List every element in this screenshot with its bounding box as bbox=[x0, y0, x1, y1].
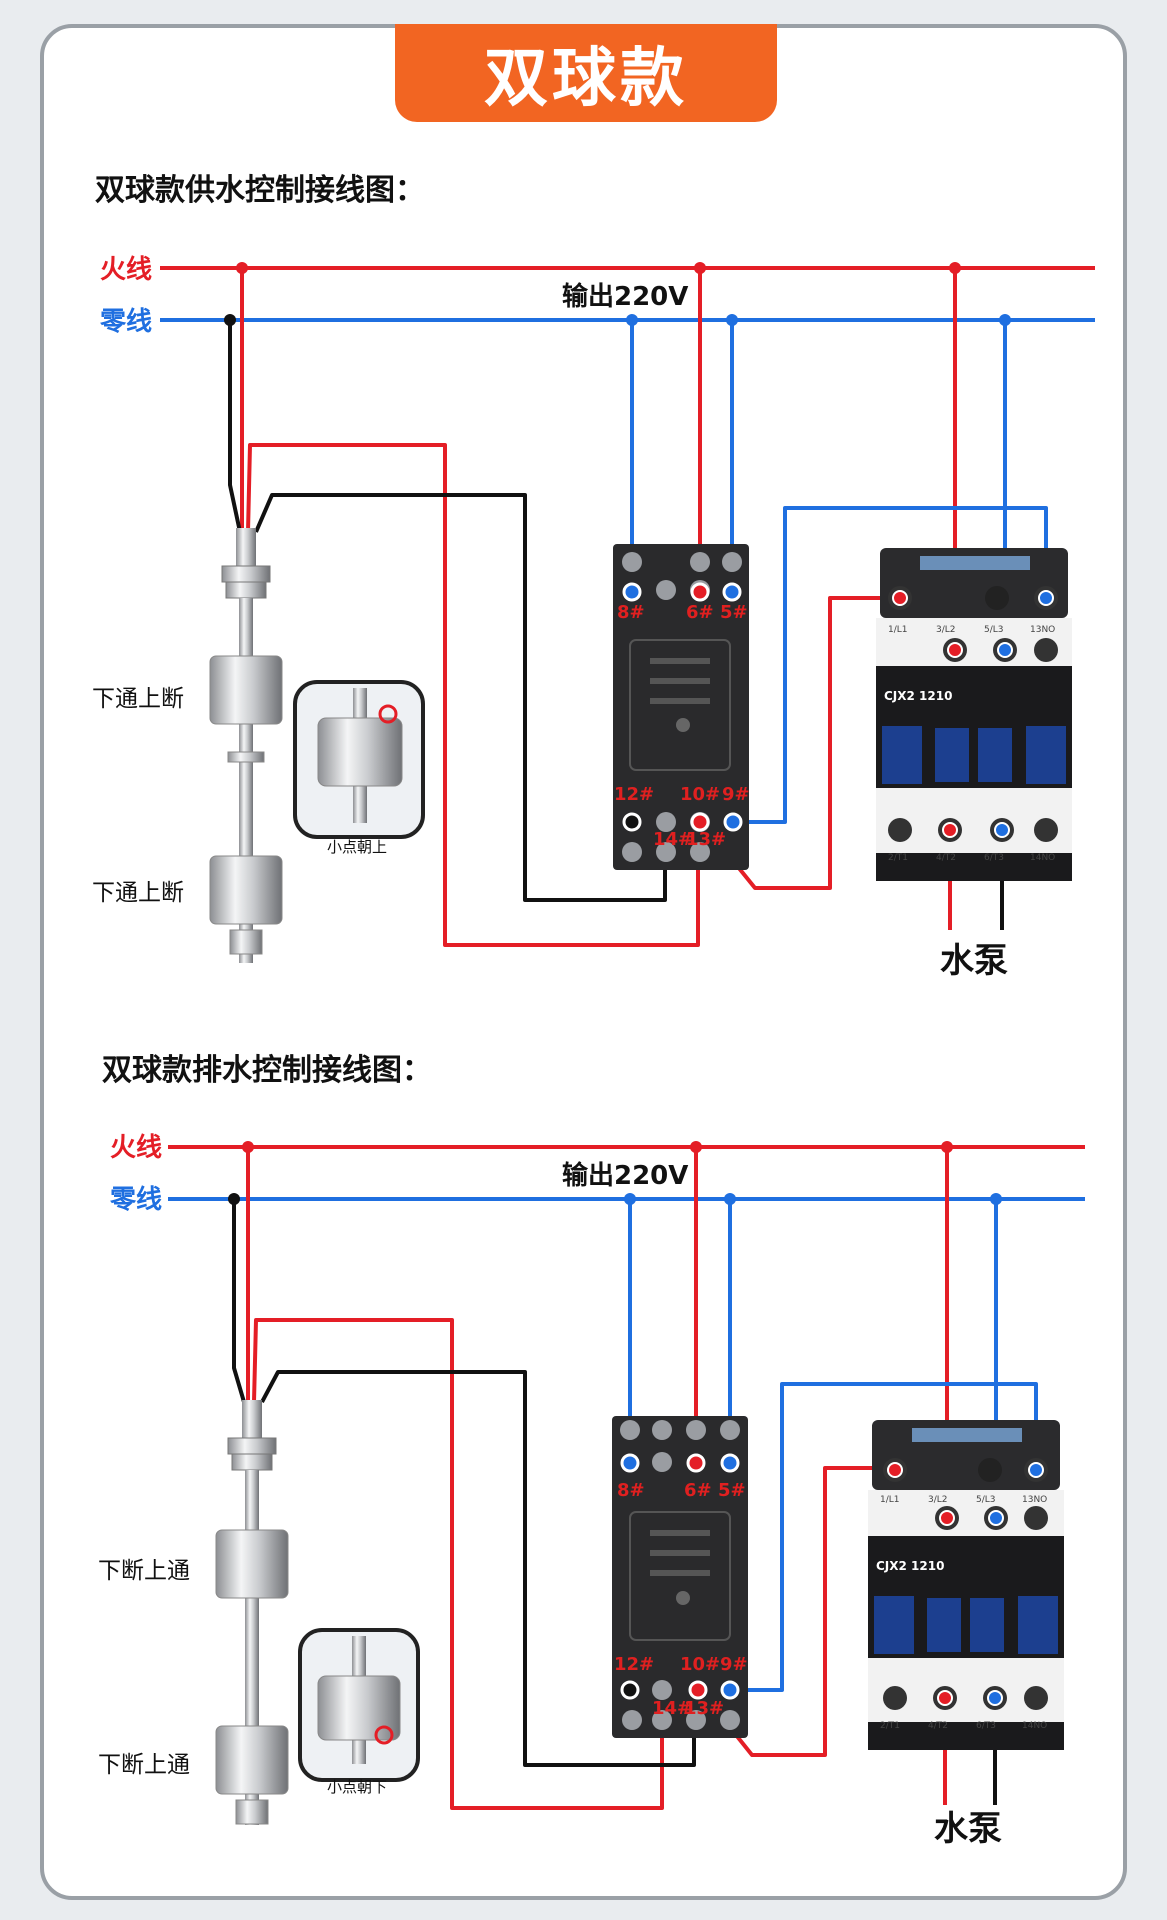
relay-terminal-12: 12# bbox=[614, 784, 654, 805]
contactor-terminal-14no: 14NO bbox=[1030, 853, 1055, 863]
drain-diagram-title: 双球款排水控制接线图： bbox=[102, 1053, 432, 1088]
contactor bbox=[876, 548, 1072, 881]
float-lower-label: 下通上断 bbox=[92, 880, 184, 906]
relay-terminal-14: 14# bbox=[652, 1698, 692, 1719]
relay-terminal-10: 10# bbox=[680, 1654, 720, 1675]
contactor-terminal-t3: 6/T3 bbox=[976, 1721, 996, 1731]
relay-terminal-9: 9# bbox=[720, 1654, 748, 1675]
supply-diagram-title: 双球款供水控制接线图： bbox=[95, 173, 425, 208]
float-upper-label: 下通上断 bbox=[92, 686, 184, 712]
contactor-terminal-t3: 6/T3 bbox=[984, 853, 1004, 863]
neutral-label: 零线 bbox=[110, 1185, 162, 1215]
float-upper-label: 下断上通 bbox=[98, 1558, 190, 1584]
contactor-terminal-t1: 2/T1 bbox=[880, 1721, 900, 1731]
relay-terminal-5: 5# bbox=[720, 602, 748, 623]
contactor-terminal-l1: 1/L1 bbox=[888, 625, 908, 635]
inset-caption: 小点朝下 bbox=[327, 1778, 387, 1796]
float-switch bbox=[215, 1400, 289, 1825]
pump-label: 水泵 bbox=[940, 941, 1008, 981]
contactor-terminal-t2: 4/T2 bbox=[928, 1721, 948, 1731]
float-orientation-inset bbox=[293, 680, 425, 839]
contactor-terminal-l3: 5/L3 bbox=[984, 625, 1004, 635]
contactor-terminal-l2: 3/L2 bbox=[936, 625, 956, 635]
contactor-model: CJX2 1210 bbox=[876, 1559, 944, 1573]
relay-terminal-10: 10# bbox=[680, 784, 720, 805]
contactor-terminal-13no: 13NO bbox=[1030, 625, 1055, 635]
contactor-model: CJX2 1210 bbox=[884, 689, 952, 703]
output-voltage-label: 输出220V bbox=[562, 281, 688, 312]
drain-diagram: 双球款排水控制接线图： 火线 零线 输出220V bbox=[98, 1053, 1085, 1849]
relay-terminal-14: 14# bbox=[653, 829, 693, 850]
page-title: 双球款 bbox=[395, 24, 777, 122]
relay-terminal-6: 6# bbox=[686, 602, 714, 623]
junction-dots bbox=[224, 262, 1011, 326]
float-orientation-inset bbox=[298, 1628, 420, 1782]
junction-dots bbox=[228, 1141, 1002, 1205]
relay-terminal-6: 6# bbox=[684, 1480, 712, 1501]
supply-diagram: 双球款供水控制接线图： 火线 零线 输出220V bbox=[92, 173, 1095, 981]
live-label: 火线 bbox=[110, 1133, 162, 1163]
contactor-terminal-t2: 4/T2 bbox=[936, 853, 956, 863]
pump-label: 水泵 bbox=[934, 1809, 1002, 1849]
float-lower-label: 下断上通 bbox=[98, 1752, 190, 1778]
relay-socket bbox=[612, 1416, 748, 1738]
output-voltage-label: 输出220V bbox=[562, 1160, 688, 1191]
relay-terminal-8: 8# bbox=[617, 602, 645, 623]
live-label: 火线 bbox=[100, 255, 152, 285]
contactor bbox=[868, 1420, 1064, 1750]
contactor-terminal-l2: 3/L2 bbox=[928, 1495, 948, 1505]
relay-terminal-5: 5# bbox=[718, 1480, 746, 1501]
relay-terminal-9: 9# bbox=[722, 784, 750, 805]
neutral-label: 零线 bbox=[100, 307, 152, 337]
relay-terminal-13: 13# bbox=[686, 829, 726, 850]
contactor-terminal-l3: 5/L3 bbox=[976, 1495, 996, 1505]
relay-terminal-13: 13# bbox=[684, 1698, 724, 1719]
contactor-terminal-l1: 1/L1 bbox=[880, 1495, 900, 1505]
relay-terminal-12: 12# bbox=[614, 1654, 654, 1675]
contactor-terminal-t1: 2/T1 bbox=[888, 853, 908, 863]
float-switch bbox=[209, 528, 283, 963]
inset-caption: 小点朝上 bbox=[327, 838, 387, 856]
relay-terminal-8: 8# bbox=[617, 1480, 645, 1501]
relay-socket bbox=[613, 544, 749, 870]
contactor-terminal-13no: 13NO bbox=[1022, 1495, 1047, 1505]
contactor-terminal-14no: 14NO bbox=[1022, 1721, 1047, 1731]
